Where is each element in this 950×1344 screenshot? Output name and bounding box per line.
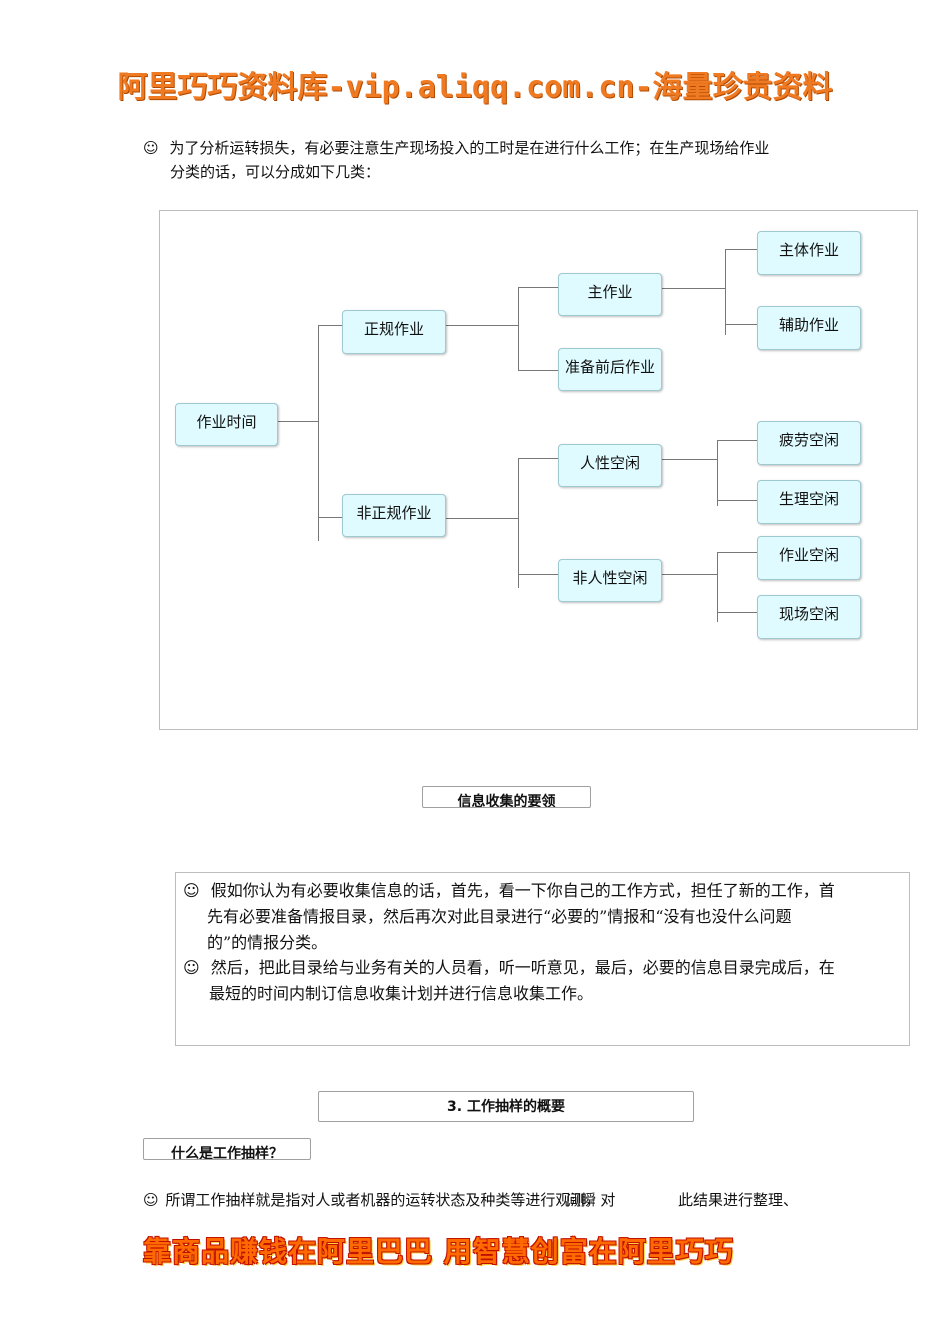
sampling-text-overlap: 间瞬 xyxy=(566,1191,597,1209)
smiley-icon: ☺ xyxy=(183,881,200,900)
connector xyxy=(725,249,757,250)
connector xyxy=(278,421,318,422)
info-p1-line1: ☺ 假如你认为有必要收集信息的话，首先，看一下你自己的工作方式，担任了新的工作，… xyxy=(183,878,835,904)
info-p2-line1: ☺ 然后，把此目录给与业务有关的人员看，听一听意见，最后，必要的信息目录完成后，… xyxy=(183,955,835,981)
connector xyxy=(662,459,718,460)
node-prep-work: 准备前后作业 xyxy=(558,348,662,391)
connector xyxy=(717,552,757,553)
node-irregular-work: 非正规作业 xyxy=(342,494,446,537)
sampling-text-b: 此结果进行整理、 xyxy=(678,1191,799,1209)
node-principal-work: 主体作业 xyxy=(757,231,861,275)
intro-line-1: ☺ 为了分析运转损失，有必要注意生产现场投入的工时是在进行什么工作；在生产现场给… xyxy=(143,136,769,160)
diagram-frame xyxy=(159,210,918,730)
connector xyxy=(518,370,558,371)
intro-text-1: 为了分析运转损失，有必要注意生产现场投入的工时是在进行什么工作；在生产现场给作业 xyxy=(169,139,770,157)
connector xyxy=(717,612,757,613)
info-p2-text-1: 然后，把此目录给与业务有关的人员看，听一听意见，最后，必要的信息目录完成后，在 xyxy=(210,958,835,977)
connector xyxy=(518,287,558,288)
connector xyxy=(518,458,519,588)
info-p1-text-1: 假如你认为有必要收集信息的话，首先，看一下你自己的工作方式，担任了新的工作，首 xyxy=(210,881,835,900)
node-regular-work: 正规作业 xyxy=(342,310,446,354)
connector xyxy=(662,574,718,575)
connector xyxy=(446,518,518,519)
info-box xyxy=(175,872,910,1046)
connector xyxy=(725,324,757,325)
connector xyxy=(318,517,343,518)
connector xyxy=(518,287,519,371)
connector xyxy=(717,500,757,501)
smiley-icon: ☺ xyxy=(143,139,159,157)
node-fatigue-idle: 疲劳空闲 xyxy=(757,421,861,465)
footer-banner: 靠商品赚钱在阿里巴巴 用智慧创富在阿里巧巧 xyxy=(143,1235,734,1268)
node-physio-idle: 生理空闲 xyxy=(757,480,861,524)
node-auxiliary-work: 辅助作业 xyxy=(757,306,861,350)
tab-info-collection: 信息收集的要领 xyxy=(422,786,591,808)
connector xyxy=(717,552,718,622)
info-p1-line3: 的”的情报分类。 xyxy=(207,933,328,952)
connector xyxy=(518,574,558,575)
connector xyxy=(725,249,726,335)
connector xyxy=(662,288,726,289)
smiley-icon: ☺ xyxy=(143,1191,159,1209)
sampling-text-a: 所谓工作抽样就是指对人或者机器的运转状态及种类等进行观测，对 xyxy=(165,1191,616,1209)
info-p2-line2: 最短的时间内制订信息收集计划并进行信息收集工作。 xyxy=(209,984,594,1003)
connector xyxy=(446,325,518,326)
node-nonhuman-idle: 非人性空闲 xyxy=(558,559,662,602)
info-p1-line2: 先有必要准备情报目录，然后再次对此目录进行“必要的”情报和“没有也没什么问题 xyxy=(207,907,792,926)
sampling-line: ☺ 所谓工作抽样就是指对人或者机器的运转状态及种类等进行观测，对 xyxy=(143,1188,615,1212)
tab-work-sampling: 什么是工作抽样？ xyxy=(143,1138,311,1160)
header-banner: 阿里巧巧资料库-vip.aliqq.com.cn-海量珍贵资料 xyxy=(117,70,833,105)
node-work-time: 作业时间 xyxy=(175,403,278,446)
connector xyxy=(717,440,757,441)
node-work-idle: 作业空闲 xyxy=(757,536,861,580)
node-main-work: 主作业 xyxy=(558,273,662,316)
smiley-icon: ☺ xyxy=(183,958,200,977)
section-3-heading: 3. 工作抽样的概要 xyxy=(318,1091,694,1122)
intro-line-2: 分类的话，可以分成如下几类： xyxy=(170,163,381,181)
node-site-idle: 现场空闲 xyxy=(757,595,861,639)
connector xyxy=(318,325,343,326)
connector xyxy=(717,440,718,506)
node-human-idle: 人性空闲 xyxy=(558,444,662,487)
connector xyxy=(318,325,319,541)
connector xyxy=(518,458,558,459)
